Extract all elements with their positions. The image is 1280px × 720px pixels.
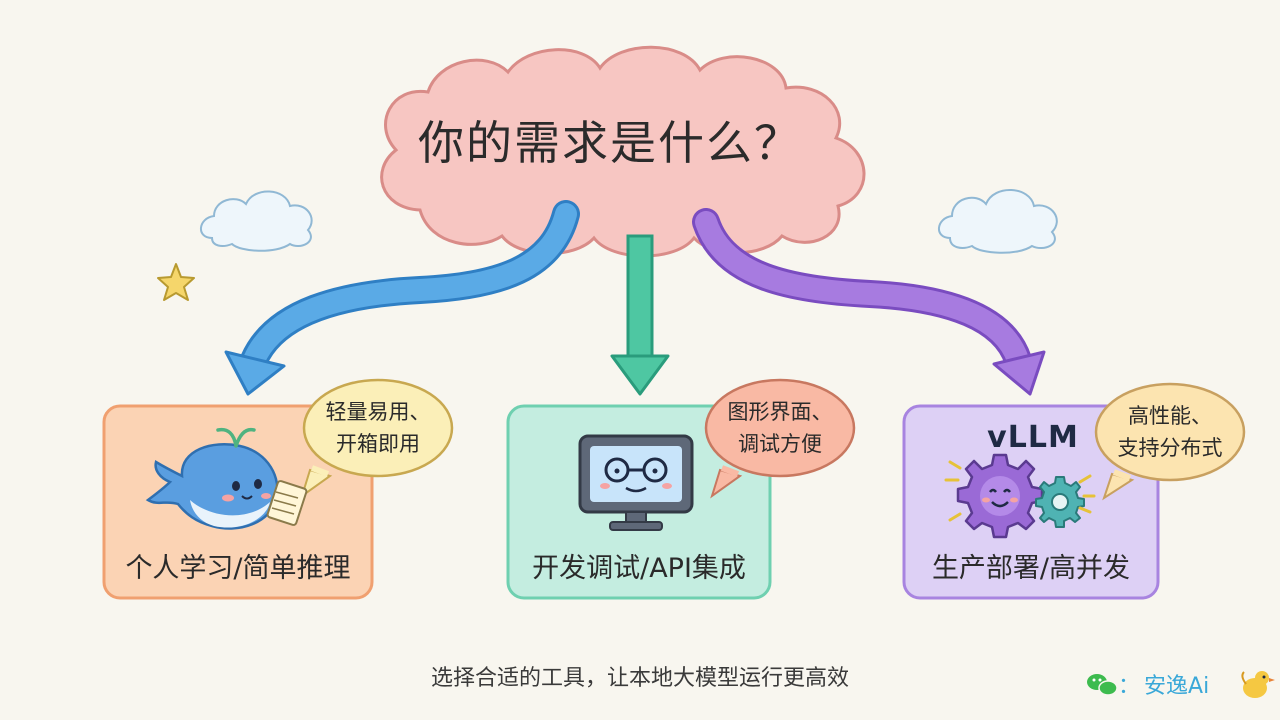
box-dev-label: 开发调试/API集成 <box>532 553 746 584</box>
bird-icon <box>1241 671 1275 698</box>
brand-name: 安逸Ai <box>1144 674 1210 699</box>
bubble-prod-line2: 支持分布式 <box>1117 436 1223 460</box>
bubble-prod <box>1094 382 1246 501</box>
bubble-prod-text: 高性能、 支持分布式 <box>1098 400 1242 464</box>
computer-face-icon <box>578 434 694 531</box>
box-personal-label: 个人学习/简单推理 <box>125 553 351 584</box>
arrow-left <box>224 200 580 396</box>
bubble-personal-line2: 开箱即用 <box>336 432 420 456</box>
brand-watermark: ： 安逸Ai <box>1086 668 1209 700</box>
title-cloud <box>380 45 866 258</box>
page-title: 你的需求是什么？ <box>418 116 802 170</box>
footer-caption: 选择合适的工具，让本地大模型运行更高效 <box>430 666 849 691</box>
arrow-right <box>692 208 1046 396</box>
bubble-personal-line1: 轻量易用、 <box>325 400 431 424</box>
bubble-personal-text: 轻量易用、 开箱即用 <box>306 396 450 460</box>
cloud-icon <box>938 189 1058 254</box>
bubble-dev-text: 图形界面、 调试方便 <box>708 396 852 460</box>
bubble-personal <box>300 378 454 499</box>
arrow-center <box>610 234 670 396</box>
star-icon <box>157 263 195 301</box>
bubble-dev-line2: 调试方便 <box>738 432 822 456</box>
cloud-icon <box>200 190 313 252</box>
bubble-prod-line1: 高性能、 <box>1128 404 1212 428</box>
bubble-dev <box>704 378 856 499</box>
whale-icon <box>145 427 308 530</box>
bubble-dev-line1: 图形界面、 <box>727 400 833 424</box>
wechat-icon <box>1087 674 1118 696</box>
gear-face-icon <box>944 453 1096 539</box>
vllm-logo-text: vLLM <box>987 420 1079 455</box>
brand-separator: ： <box>1118 674 1141 699</box>
box-prod-label: 生产部署/高并发 <box>931 553 1131 584</box>
